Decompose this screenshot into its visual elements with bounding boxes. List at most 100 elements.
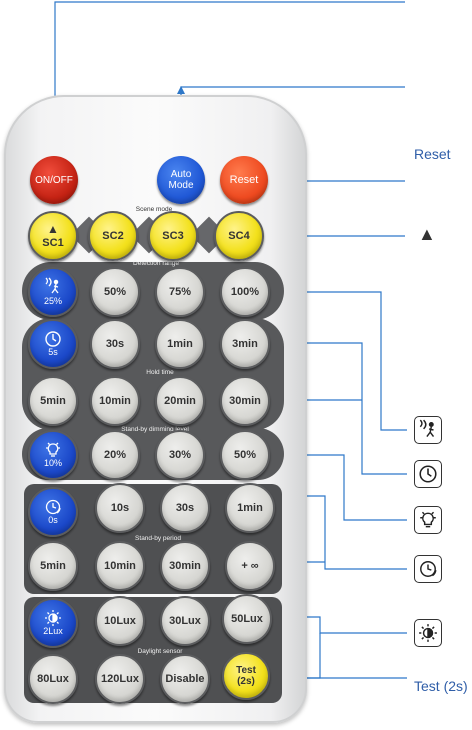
on-off-label: ON/OFF [35,174,73,186]
detection-100-button[interactable]: 100% [220,267,270,317]
label-scene-mode: Scene mode [135,206,173,213]
standby-1min-label: 1min [237,501,263,514]
hold-5min-button[interactable]: 5min [28,376,78,426]
hold-1min-button[interactable]: 1min [155,319,205,369]
sc3-button[interactable]: SC3 [148,211,198,261]
standby-30min-button[interactable]: 30min [160,541,210,591]
hold-1min-label: 1min [167,337,193,350]
dimming-20-button[interactable]: 20% [90,430,140,480]
standby-10s-button[interactable]: 10s [95,483,145,533]
test-label-1: Test [236,665,256,676]
hold-30s-label: 30s [105,337,125,350]
detection-50-button[interactable]: 50% [90,267,140,317]
label-daylight-sensor: Daylight sensor [137,648,183,655]
label-standby-dimming: Stand-by dimming level [121,426,189,433]
lux-120-label: 120Lux [101,672,139,685]
standby-value: 0s [48,515,58,526]
sc1-label: SC1 [42,236,64,249]
clock-icon [45,331,61,347]
standby-clock-icon [45,499,61,515]
bulb-icon [414,506,442,534]
hold-value: 5s [48,347,58,358]
standby-infinite-button[interactable]: + ∞ [225,541,275,591]
dimming-30-button[interactable]: 30% [155,430,205,480]
auto-label-2: Mode [168,180,194,191]
hold-10min-button[interactable]: 10min [90,376,140,426]
detection-100-label: 100% [230,285,260,298]
dimming-value: 10% [43,458,62,469]
triangle-icon: ▲ [47,222,59,237]
sc1-button[interactable]: ▲ SC1 [28,211,78,261]
detection-75-button[interactable]: 75% [155,267,205,317]
test-label-2: (2s) [237,676,255,687]
lux-80-button[interactable]: 80Lux [28,654,78,704]
daylight-value: 2Lux [43,626,63,637]
lux-80-label: 80Lux [37,672,69,685]
disable-label: Disable [165,672,205,685]
standby-1min-button[interactable]: 1min [225,483,275,533]
auto-label-1: Auto [170,169,192,180]
daylight-sensor-button[interactable]: 2Lux [28,598,78,648]
detection-value: 25% [43,296,62,307]
reset-side-label: Reset [414,146,451,162]
lux-30-button[interactable]: 30Lux [160,596,210,646]
on-off-button[interactable]: ON/OFF [30,156,78,204]
label-standby-period: Stand-by period [135,535,181,542]
test-button[interactable]: Test (2s) [222,652,270,700]
clock-icon [414,460,442,488]
lux-30-label: 30Lux [169,614,201,627]
bulb-icon [46,442,60,457]
sc4-label: SC4 [228,229,250,242]
lux-120-button[interactable]: 120Lux [95,654,145,704]
dimming-20-label: 20% [103,448,127,461]
lux-10-label: 10Lux [104,614,136,627]
hold-30min-button[interactable]: 30min [220,376,270,426]
hold-5min-label: 5min [40,394,66,407]
standby-infinite-label: + ∞ [241,559,259,572]
standby-10min-button[interactable]: 10min [95,541,145,591]
standby-10s-label: 10s [110,501,130,514]
lux-50-button[interactable]: 50Lux [222,594,272,644]
standby-30s-button[interactable]: 30s [160,483,210,533]
motion-icon [45,277,59,294]
label-detection-range: Detection range [133,260,179,267]
test-side-label: Test (2s) [414,678,468,694]
scene-side-symbol: ▲ [418,224,436,244]
dimming-50-button[interactable]: 50% [220,430,270,480]
disable-button[interactable]: Disable [160,654,210,704]
daylight-icon [414,619,442,647]
standby-5min-label: 5min [40,559,66,572]
hold-10min-label: 10min [99,394,131,407]
sc2-label: SC2 [102,229,124,242]
hold-30min-label: 30min [229,394,261,407]
motion-icon [414,416,442,444]
sc3-label: SC3 [162,229,184,242]
standby-30s-label: 30s [175,501,195,514]
daylight-icon [45,610,61,627]
standby-period-button[interactable]: 0s [28,487,78,537]
hold-time-button[interactable]: 5s [28,319,78,369]
lux-10-button[interactable]: 10Lux [95,596,145,646]
dimming-button[interactable]: 10% [28,430,78,480]
standby-clock-icon [414,555,442,583]
lux-50-label: 50Lux [231,612,263,625]
hold-3min-button[interactable]: 3min [220,319,270,369]
reset-label: Reset [229,173,259,186]
detection-range-button[interactable]: 25% [28,267,78,317]
sc4-button[interactable]: SC4 [214,211,264,261]
standby-30min-label: 30min [169,559,201,572]
hold-30s-button[interactable]: 30s [90,319,140,369]
label-hold-time: Hold time [146,369,174,376]
standby-10min-label: 10min [104,559,136,572]
reset-button[interactable]: Reset [220,156,268,204]
hold-20min-button[interactable]: 20min [155,376,205,426]
dimming-30-label: 30% [168,448,192,461]
hold-20min-label: 20min [164,394,196,407]
hold-3min-label: 3min [232,337,258,350]
detection-50-label: 50% [103,285,127,298]
standby-5min-button[interactable]: 5min [28,541,78,591]
detection-75-label: 75% [168,285,192,298]
sc2-button[interactable]: SC2 [88,211,138,261]
